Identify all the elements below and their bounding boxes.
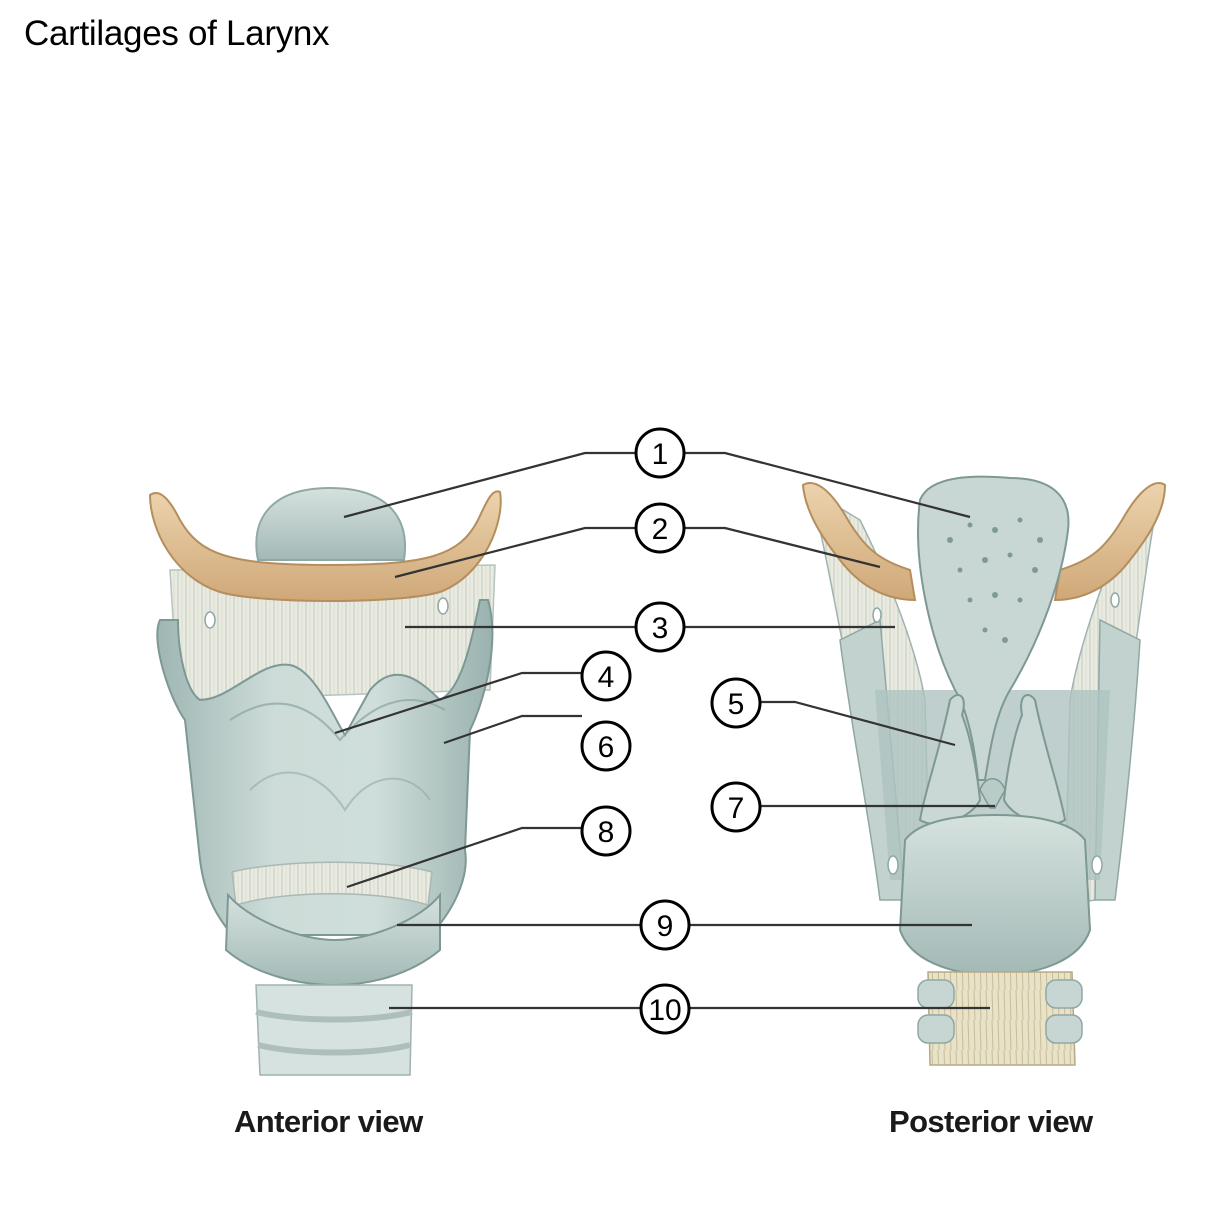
- anterior-larynx: [148, 486, 502, 1076]
- cricothyroid-ligament-anterior: [231, 861, 433, 906]
- leader-1-right: [684, 451, 971, 519]
- corniculate-cartilage: [979, 778, 1006, 809]
- callout-7: 7: [710, 781, 762, 833]
- anterior-view-caption: Anterior view: [234, 1104, 423, 1139]
- callout-label-6: 6: [598, 731, 615, 764]
- callout-8: 8: [580, 805, 632, 857]
- arytenoid-cartilage-right: [1002, 694, 1067, 825]
- callout-label-1: 1: [652, 438, 669, 471]
- leader-1: [343, 451, 636, 519]
- callout-2: 2: [634, 502, 686, 554]
- page-title: Cartilages of Larynx: [24, 14, 330, 53]
- callout-5: 5: [710, 677, 762, 729]
- hyoid-bone-anterior: [148, 490, 502, 602]
- posterior-larynx: [801, 475, 1167, 1066]
- callout-label-9: 9: [657, 910, 674, 943]
- callout-4: 4: [580, 650, 632, 702]
- epiglottis-posterior: [917, 475, 1070, 781]
- callout-label-7: 7: [728, 792, 745, 825]
- trachea-anterior: [255, 984, 413, 1076]
- callout-label-5: 5: [728, 688, 745, 721]
- callout-1: 1: [634, 427, 686, 479]
- hyoid-bone-posterior: [801, 482, 917, 602]
- leader-2-right: [684, 526, 881, 569]
- leader-2: [394, 526, 636, 579]
- callout-3: 3: [634, 601, 686, 653]
- callout-label-3: 3: [652, 612, 669, 645]
- epiglottis-anterior: [255, 486, 406, 561]
- callout-9: 9: [639, 899, 691, 951]
- leader-5: [760, 700, 956, 747]
- epiglottis-pits: [947, 517, 1043, 643]
- thyroid-cartilage-anterior: [156, 599, 494, 936]
- callout-label-4: 4: [598, 661, 615, 694]
- callout-label-8: 8: [598, 816, 615, 849]
- callout-label-2: 2: [652, 513, 669, 546]
- cricoid-cartilage-posterior: [898, 813, 1092, 977]
- arytenoid-cartilage-left: [918, 694, 982, 825]
- leader-8: [346, 826, 582, 889]
- callout-6: 6: [580, 720, 632, 772]
- callout-label-10: 10: [648, 994, 681, 1027]
- callout-10: 10: [639, 983, 691, 1035]
- leader-6: [443, 714, 582, 745]
- posterior-view-caption: Posterior view: [889, 1104, 1093, 1139]
- leader-4: [334, 671, 582, 735]
- leader-lines: [334, 451, 995, 1010]
- cricoid-cartilage-anterior: [224, 892, 441, 987]
